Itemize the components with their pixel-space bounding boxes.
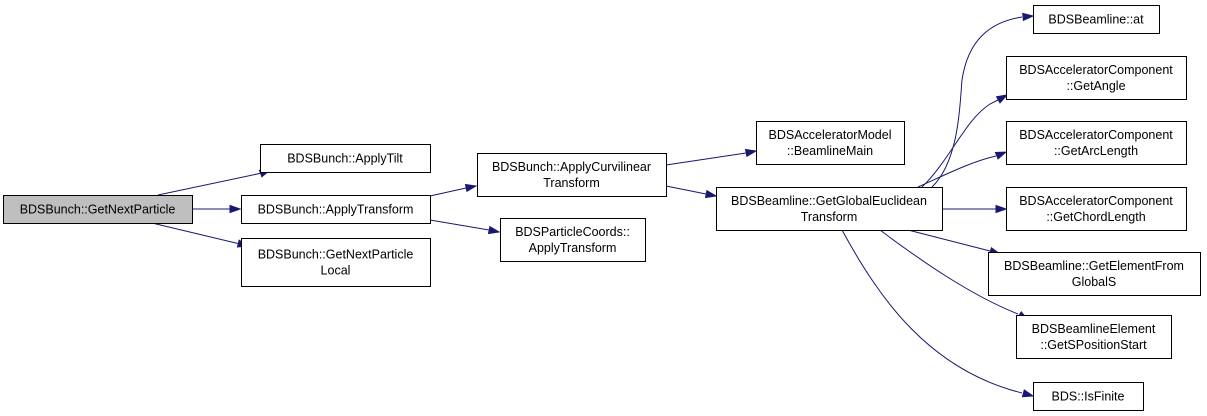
edge-arrowhead-n4-n6 [744,148,758,158]
node-label: GlobalS [1072,275,1116,289]
node-label: BDSBunch::GetNextParticle [258,248,414,262]
edge-n0-n1 [157,172,263,196]
edge-arrowhead-n2-n5 [487,225,501,235]
node-label: BDSBeamline::GetElementFrom [1004,259,1184,273]
node-label: BDSAcceleratorComponent [1019,194,1173,208]
edge-n7-n8 [931,16,1023,188]
edge-arrowhead-n7-n9 [995,94,1009,104]
node-label: BDSAcceleratorComponent [1019,128,1173,142]
node-box[interactable] [1006,56,1187,100]
node-label: BDSBunch::ApplyTransform [258,203,414,217]
edge-arrowhead-n0-n2 [229,204,242,214]
edge-n4-n7 [665,185,707,195]
edge-n2-n5 [429,219,490,231]
edge-arrowhead-n7-n10 [994,151,1008,160]
node-box[interactable] [500,218,646,262]
node-box[interactable] [477,153,667,197]
node-n0[interactable]: BDSBunch::GetNextParticle [3,195,193,224]
node-label: BDSBeamline::GetGlobalEuclidean [731,194,927,208]
node-box[interactable] [3,195,193,224]
node-box[interactable] [241,195,431,224]
edge-arrowhead-n7-n8 [1022,12,1035,22]
node-label: Transform [543,176,600,190]
node-label: BDS::IsFinite [1052,390,1125,404]
node-box[interactable] [1016,315,1172,359]
node-n13[interactable]: BDSBeamlineElement::GetSPositionStart [1016,315,1172,359]
node-label: ::GetChordLength [1046,210,1145,224]
node-n2[interactable]: BDSBunch::ApplyTransform [241,195,431,224]
edge-n7-n12 [907,229,991,252]
node-n11[interactable]: BDSAcceleratorComponent::GetChordLength [1006,187,1187,231]
edge-n2-n4 [429,187,467,197]
node-label: Local [321,264,351,278]
node-label: BDSParticleCoords:: [515,225,630,239]
node-label: BDSBunch::ApplyTilt [287,152,403,166]
edge-n7-n10 [917,155,997,188]
edge-n7-n14 [841,229,1023,394]
node-label: ::GetAngle [1066,79,1125,93]
node-label: Transform [801,210,858,224]
node-label: BDSAcceleratorModel [769,128,892,142]
node-label: BDSBunch::GetNextParticle [20,203,176,217]
node-box[interactable] [1033,382,1144,411]
node-box[interactable] [1006,121,1187,165]
node-box[interactable] [241,238,431,287]
node-n8[interactable]: BDSBeamline::at [1033,5,1160,34]
node-label: ::GetArcLength [1054,144,1138,158]
node-box[interactable] [716,187,943,231]
node-box[interactable] [1006,187,1187,231]
node-n6[interactable]: BDSAcceleratorModel::BeamlineMain [756,121,905,165]
node-label: BDSBunch::ApplyCurvilinear [492,160,651,174]
edge-n0-n3 [151,222,241,245]
node-box[interactable] [1033,5,1160,34]
node-box[interactable] [756,121,905,165]
edge-arrowhead-n4-n7 [704,189,718,199]
edge-arrowhead-n7-n11 [995,204,1008,214]
function-nodes: BDSBunch::GetNextParticle BDSBunch::Apply… [3,5,1201,411]
node-label: BDSAcceleratorComponent [1019,63,1173,77]
node-n1[interactable]: BDSBunch::ApplyTilt [260,144,431,173]
edge-n7-n13 [879,229,1019,315]
node-box[interactable] [260,144,431,173]
edge-n7-n9 [921,99,999,188]
node-label: ::BeamlineMain [787,144,873,158]
edge-arrowhead-n7-n14 [1021,389,1035,398]
node-n10[interactable]: BDSAcceleratorComponent::GetArcLength [1006,121,1187,165]
edge-arrowhead-n2-n4 [464,183,478,193]
edge-n4-n6 [665,152,747,166]
node-label: ApplyTransform [529,241,617,255]
node-label: BDSBeamline::at [1048,13,1144,27]
node-label: BDSBeamlineElement [1032,322,1156,336]
node-n5[interactable]: BDSParticleCoords::ApplyTransform [500,218,646,262]
node-label: ::GetSPositionStart [1040,338,1147,352]
node-box[interactable] [988,252,1201,296]
node-n14[interactable]: BDS::IsFinite [1033,382,1144,411]
node-n9[interactable]: BDSAcceleratorComponent::GetAngle [1006,56,1187,100]
